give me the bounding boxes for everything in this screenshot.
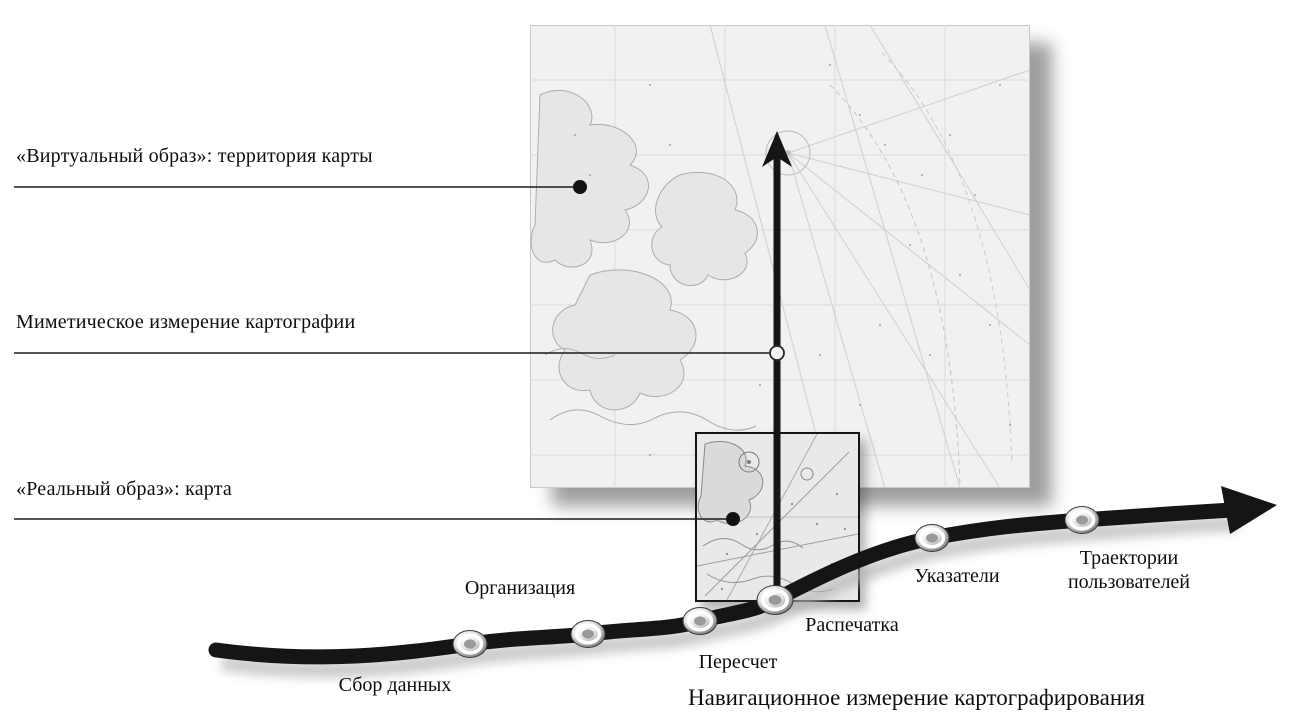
map-inset-image [695,432,860,602]
nautical-chart-image [530,25,1030,488]
node-label-organization: Организация [464,577,576,599]
nautical-chart-graphics [530,25,1030,488]
process-bead-collect [452,630,488,658]
node-label-printout: Распечатка [805,614,899,636]
node-label-data-collection: Сбор данных [338,674,452,696]
node-label-recalculation: Пересчет [698,651,778,673]
label-mimetic-dimension: Миметическое измерение картографии [16,311,356,333]
leader-real-image [14,512,740,526]
map-inset-graphics [697,434,858,600]
process-bead-trajectories [1064,506,1100,534]
navigation-arrowhead [1221,486,1277,534]
label-virtual-image: «Виртуальный образ»: территория карты [16,145,373,167]
node-label-pointers: Указатели [914,565,1000,587]
leader-virtual-image [14,180,587,194]
label-real-image: «Реальный образ»: карта [16,478,232,500]
node-label-user-trajectories: Траектории пользователей [1067,547,1191,593]
navigation-axis-title: Навигационное измерение картографировани… [688,685,1146,710]
process-bead-recalc [682,607,718,635]
process-bead-organize [570,620,606,648]
process-bead-pointers [914,524,950,552]
